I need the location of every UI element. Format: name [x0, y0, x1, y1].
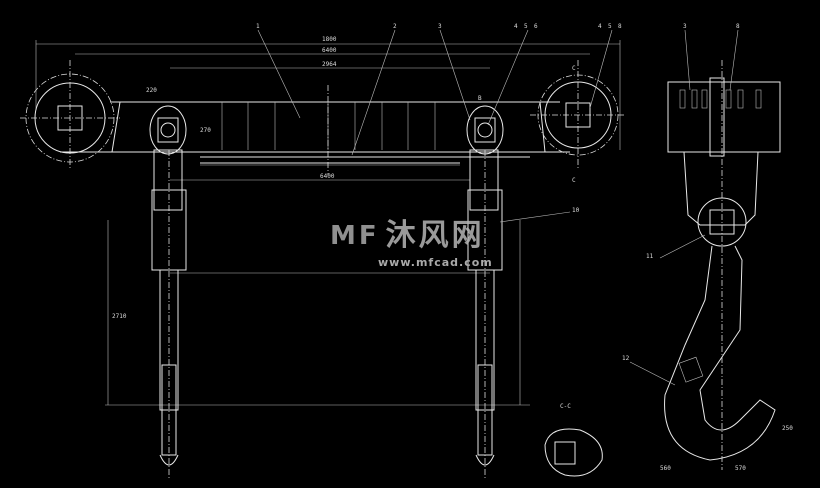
part-callout-number: 5 [608, 23, 612, 30]
dimension-text: 220 [146, 87, 157, 94]
part-callout-number: 8 [736, 23, 740, 30]
watermark-url: www.mfcad.com [378, 256, 493, 269]
right-hanger [467, 149, 503, 480]
part-callout-number: 3 [438, 23, 442, 30]
dimension-text: 1800 [322, 36, 337, 43]
watermark-logo: MF 沐风网 [330, 220, 485, 252]
dimension-text: 250 [782, 425, 793, 432]
dimension-lines [35, 40, 621, 406]
dimension-text: 6400 [322, 47, 337, 54]
mf-logo-icon: MF [330, 221, 380, 251]
left-pin-joint [149, 105, 187, 155]
section-label: B [478, 95, 482, 102]
part-callout-number: 1 [256, 23, 260, 30]
part-callout-number: 3 [683, 23, 687, 30]
callout-leaders [257, 29, 739, 386]
section-label: C [572, 65, 576, 72]
part-callout-number: 8 [618, 23, 622, 30]
part-callout-number: 10 [572, 207, 580, 214]
left-hanger [151, 149, 187, 480]
section-c-c [544, 428, 603, 477]
part-callout-number: 11 [646, 253, 654, 260]
right-pin-joint [466, 105, 504, 155]
dimension-texts: 1800 6400 2964 6400 2710 270 220 560 250… [112, 36, 793, 472]
dimension-text: 560 [660, 465, 671, 472]
dimension-text: 570 [735, 465, 746, 472]
dimension-text: 270 [200, 127, 211, 134]
watermark-brand: 沐风网 [385, 218, 485, 253]
dimension-text: 2964 [322, 61, 337, 68]
right-end-sheave [530, 60, 625, 170]
part-callout-number: 12 [622, 355, 630, 362]
dimension-text: 6400 [320, 173, 335, 180]
main-beam [60, 85, 570, 175]
part-callout-number: 5 [524, 23, 528, 30]
side-view [664, 60, 781, 470]
dimension-text: 2710 [112, 313, 127, 320]
left-end-sheave [20, 60, 120, 170]
section-label: C [572, 177, 576, 184]
part-callout-number: 4 [514, 23, 518, 30]
part-callout-number: 2 [393, 23, 397, 30]
part-callout-number: 4 [598, 23, 602, 30]
part-callout-number: 6 [534, 23, 538, 30]
section-label: C-C [560, 403, 571, 410]
